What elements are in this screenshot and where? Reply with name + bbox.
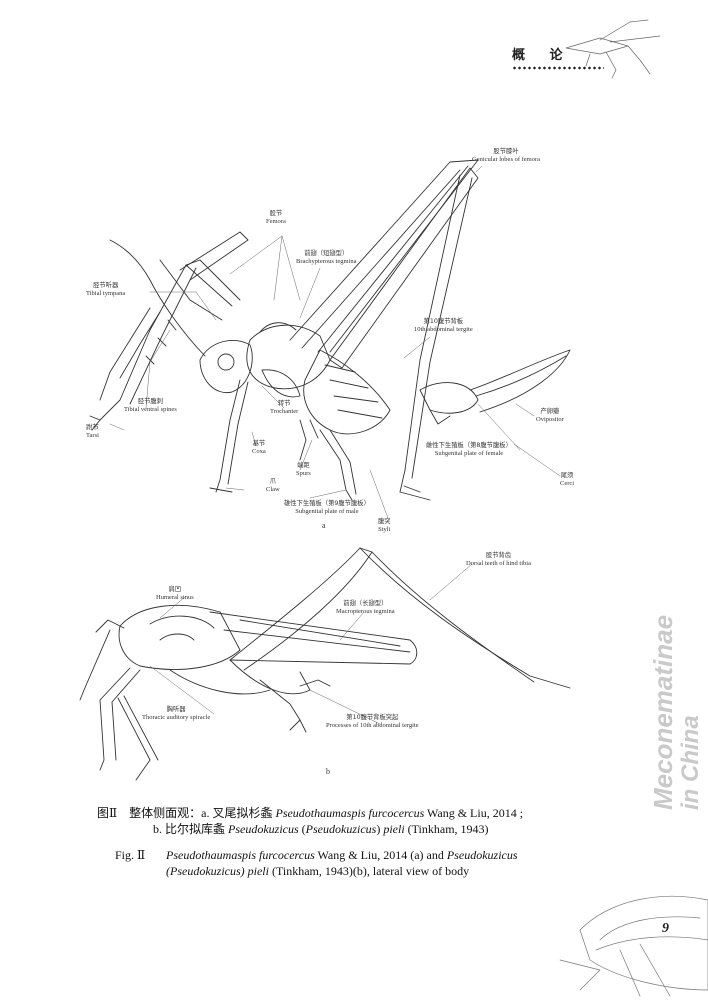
running-header-title: 概 论 xyxy=(512,48,573,63)
caption-en-label: Fig. Ⅱ xyxy=(115,848,146,862)
label-subgenital-female: 雌性下生殖板（第8腹节腹板）Subgenital plate of female xyxy=(426,442,512,457)
side-title: Meconematinae in China xyxy=(648,615,704,810)
caption-zh-line2: b. 比尔拟库螽 Pseudokuzicus (Pseudokuzicus) p… xyxy=(153,822,489,836)
header-dotted-rule xyxy=(512,66,604,70)
figure-b-letter: b xyxy=(326,767,330,776)
footer-insect-icon xyxy=(559,895,708,997)
caption-en-line2: (Pseudokuzicus) pieli (Tinkham, 1943)(b)… xyxy=(166,864,470,878)
caption-en-line1: Pseudothaumaspis furcocercus Wang & Liu,… xyxy=(166,848,518,862)
label-macropterous: 前翅（长翅型）Macropterous tegmina xyxy=(336,600,395,615)
caption-zh-line1: 图Ⅱ 整体侧面观：a. 叉尾拟杉螽 Pseudothaumaspis furco… xyxy=(97,806,524,820)
label-tegmina: 前翅（短翅型）Brachypterous tegmina xyxy=(296,250,357,265)
label-subgenital-male: 雄性下生殖板（第9腹节腹板）Subgenital plate of male xyxy=(284,500,370,515)
side-title-line1: Meconematinae xyxy=(648,615,678,810)
figure-b-drawing xyxy=(79,547,571,781)
figure-a-letter: a xyxy=(322,521,326,530)
header-insect-icon xyxy=(565,19,661,79)
page-number: 9 xyxy=(662,921,669,936)
side-title-line2: in China xyxy=(677,715,704,810)
figure-a-drawing xyxy=(89,159,571,519)
